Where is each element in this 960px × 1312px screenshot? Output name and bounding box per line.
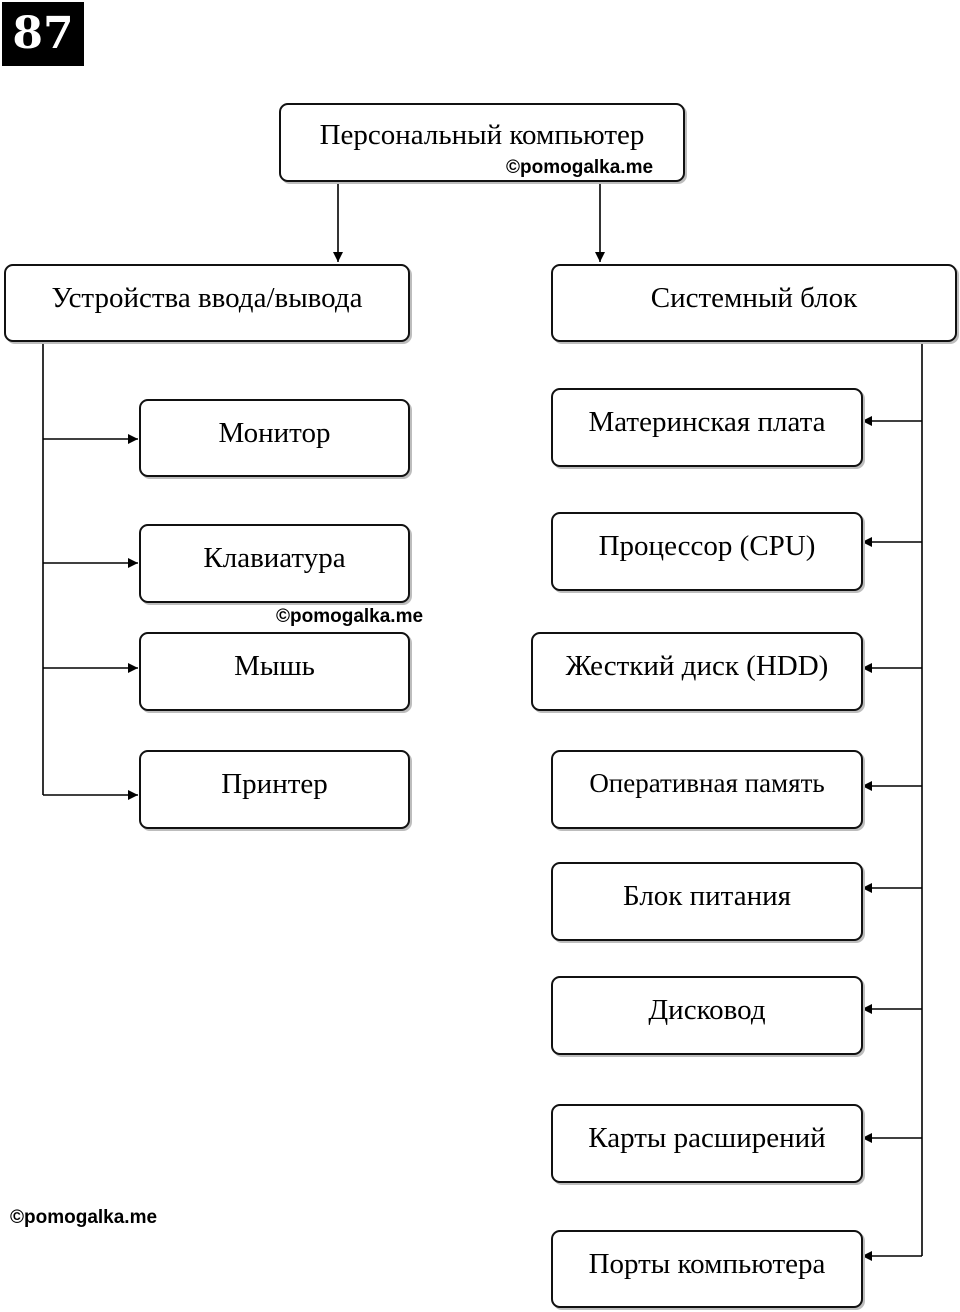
node-label: Материнская плата <box>588 406 826 438</box>
node-label: Блок питания <box>623 880 791 912</box>
node-computer-ports: Порты компьютера <box>551 1230 863 1308</box>
node-cpu: Процессор (CPU) <box>551 512 863 591</box>
page-number: 87 <box>2 2 84 66</box>
node-disk-drive: Дисковод <box>551 976 863 1055</box>
watermark-middle: ©pomogalka.me <box>276 606 424 627</box>
node-mouse: Мышь <box>139 632 410 711</box>
node-expansion-cards: Карты расширений <box>551 1104 863 1183</box>
node-system-unit: Системный блок <box>551 264 957 342</box>
node-monitor: Монитор <box>139 399 410 477</box>
node-keyboard: Клавиатура <box>139 524 410 603</box>
node-label: Жесткий диск (HDD) <box>565 650 829 682</box>
watermark-top: ©pomogalka.me <box>506 157 654 178</box>
node-personal-computer: Персональный компьютер <box>279 103 685 182</box>
node-label: Карты расширений <box>588 1122 826 1154</box>
node-hdd: Жесткий диск (HDD) <box>531 632 863 711</box>
watermark-bottom: ©pomogalka.me <box>10 1207 158 1228</box>
node-label: Клавиатура <box>203 542 346 574</box>
node-label: Персональный компьютер <box>319 119 645 151</box>
node-label: Принтер <box>221 768 328 800</box>
node-label: Мышь <box>234 650 315 682</box>
node-label: Устройства ввода/вывода <box>51 282 363 314</box>
node-io-devices: Устройства ввода/вывода <box>4 264 410 342</box>
node-label: Дисковод <box>648 994 766 1026</box>
node-label: Монитор <box>218 417 331 449</box>
node-power-supply: Блок питания <box>551 862 863 941</box>
node-ram: Оперативная память <box>551 750 863 829</box>
node-label: Оперативная память <box>589 768 825 798</box>
node-motherboard: Материнская плата <box>551 388 863 467</box>
node-label: Системный блок <box>650 282 858 314</box>
node-label: Процессор (CPU) <box>598 530 816 562</box>
node-printer: Принтер <box>139 750 410 829</box>
node-label: Порты компьютера <box>588 1248 826 1280</box>
